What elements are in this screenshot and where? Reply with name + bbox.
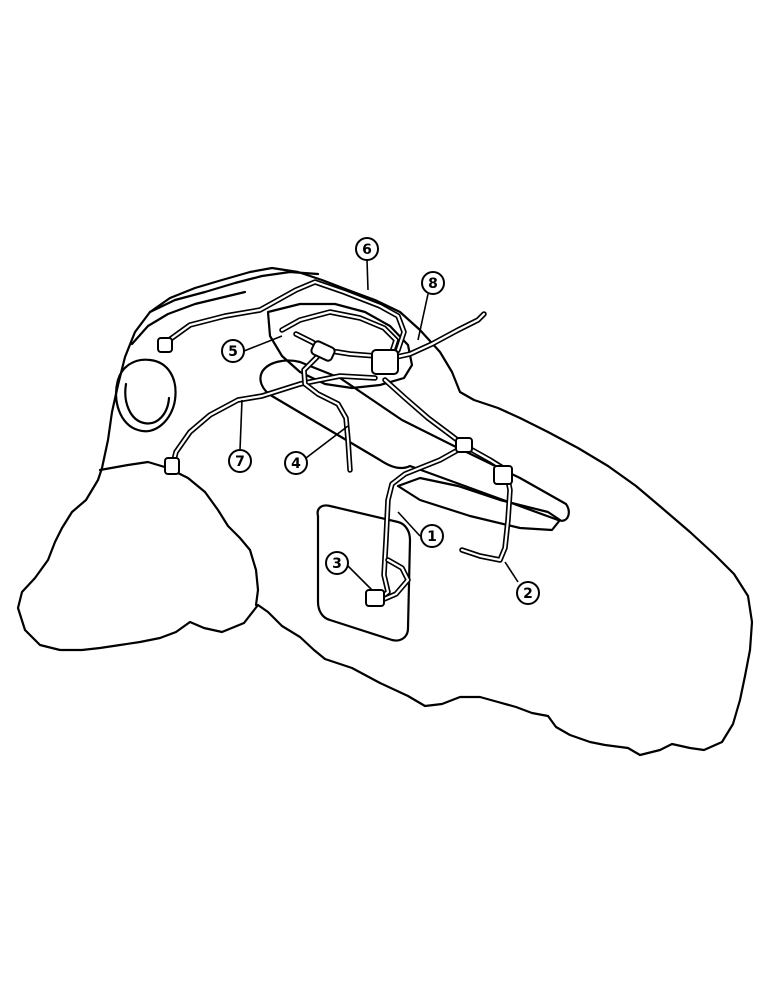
pipe-1 bbox=[375, 377, 468, 603]
svg-text:5: 5 bbox=[228, 344, 238, 360]
pipe-3-branch bbox=[379, 557, 411, 603]
callout-4: 4 bbox=[284, 425, 349, 475]
callout-6: 6 bbox=[355, 237, 379, 291]
svg-text:4: 4 bbox=[291, 456, 301, 472]
flange-ring-inner bbox=[124, 382, 171, 425]
housing-top-rim-2 bbox=[130, 290, 247, 346]
transmission-housing-outline bbox=[16, 266, 754, 757]
fitting-left-elbow bbox=[157, 337, 173, 353]
callout-5: 5 bbox=[221, 335, 283, 363]
svg-text:8: 8 bbox=[428, 276, 438, 292]
flange-ring bbox=[114, 358, 177, 433]
svg-text:3: 3 bbox=[332, 556, 342, 572]
callout-2: 2 bbox=[504, 561, 540, 605]
fitting-left-bottom bbox=[164, 457, 180, 475]
svg-text:2: 2 bbox=[523, 586, 533, 602]
fitting-clamp bbox=[493, 465, 513, 485]
pipe-4 bbox=[301, 353, 353, 473]
fitting-tee bbox=[455, 437, 473, 453]
svg-text:1: 1 bbox=[427, 529, 437, 545]
callout-3: 3 bbox=[325, 551, 373, 591]
callout-7: 7 bbox=[228, 399, 252, 473]
callout-8: 8 bbox=[417, 271, 445, 341]
housing-top-rim bbox=[148, 270, 320, 314]
svg-text:6: 6 bbox=[362, 242, 372, 258]
svg-text:7: 7 bbox=[235, 454, 245, 470]
housing-front-detail bbox=[98, 460, 260, 607]
inspection-plate bbox=[316, 504, 412, 642]
callout-1: 1 bbox=[397, 511, 444, 548]
pipe-8 bbox=[389, 311, 487, 361]
fitting-manifold bbox=[371, 349, 399, 375]
fitting-union bbox=[310, 340, 336, 362]
fitting-valve-3 bbox=[365, 589, 385, 607]
pipe-2 bbox=[459, 443, 513, 563]
side-mounting-plate bbox=[396, 476, 562, 532]
pipe-7 bbox=[169, 373, 378, 471]
pipe-6 bbox=[162, 279, 407, 363]
